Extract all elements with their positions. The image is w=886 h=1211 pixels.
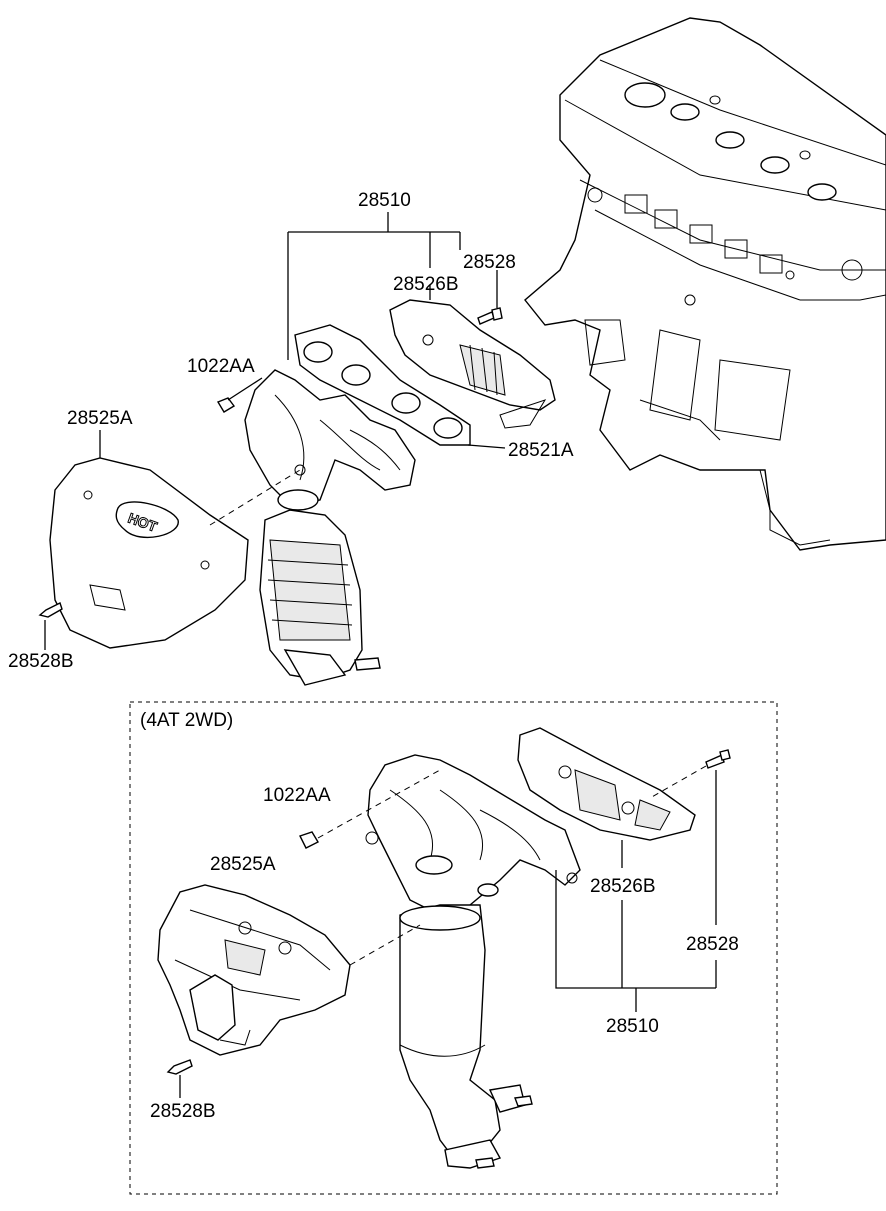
variant-frame (129, 701, 778, 1195)
leader-28510-top (287, 212, 461, 360)
label-28526B-bottom: 28526B (590, 876, 656, 897)
leader-28510-bottom (555, 770, 717, 1012)
label-28526B-top: 28526B (393, 274, 459, 295)
heat-protector-bottom (157, 884, 421, 1056)
label-28525A-top: 28525A (67, 408, 133, 429)
label-1022AA-bottom: 1022AA (263, 785, 331, 806)
label-1022AA-top: 1022AA (187, 356, 255, 377)
label-28510-bottom: 28510 (606, 1016, 659, 1037)
engine-block (524, 17, 886, 551)
heat-shield-upper-top (389, 285, 556, 429)
bolt-28528-bottom (649, 749, 731, 799)
nut-1022AA-bottom (299, 769, 441, 849)
label-28528B-bottom: 28528B (150, 1101, 216, 1122)
exhaust-manifold-bottom (365, 754, 581, 1169)
nut-1022AA-top (216, 377, 263, 413)
heat-shield-upper-bottom (517, 727, 696, 841)
gasket-28521A (294, 324, 506, 449)
bolt-28528B-bottom (166, 1059, 193, 1098)
label-28528B-top: 28528B (8, 651, 74, 672)
bolt-28528B-top (38, 602, 63, 650)
label-28528-bottom: 28528 (686, 934, 739, 955)
label-28525A-bottom: 28525A (210, 854, 276, 875)
label-28510-top: 28510 (358, 190, 411, 211)
bolt-28528-top (477, 270, 503, 325)
variant-title: (4AT 2WD) (140, 710, 233, 731)
exhaust-manifold-top (244, 369, 416, 686)
label-28528-top: 28528 (463, 252, 516, 273)
heat-protector-top: HOT (49, 430, 249, 649)
label-28521A-top: 28521A (508, 440, 574, 461)
